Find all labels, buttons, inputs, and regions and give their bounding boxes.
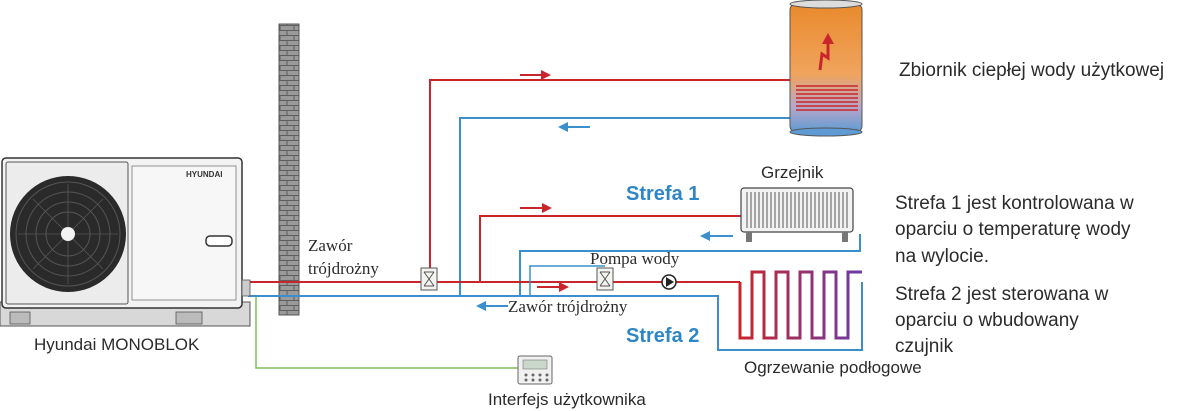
brand-logo: HYUNDAI xyxy=(186,170,222,179)
zone2-note-line3: czujnik xyxy=(895,336,954,357)
zone1-label: Strefa 1 xyxy=(626,183,700,205)
water-pump xyxy=(661,274,677,290)
zone2-bypass-pipe xyxy=(529,265,605,296)
radiator xyxy=(740,187,854,242)
heat-up-arrow xyxy=(818,42,830,71)
floor-heating-coil xyxy=(738,270,862,340)
floor-heating-label: Ogrzewanie podłogowe xyxy=(744,358,922,377)
zone2-note-line2: oparciu o wbudowany xyxy=(895,310,1079,331)
zone2-note-line1: Strefa 2 jest sterowana w xyxy=(895,284,1109,305)
three-way-valve-mid xyxy=(596,267,614,291)
valve-left-label-line2: trójdrożny xyxy=(308,259,379,278)
tank-return-pipe xyxy=(248,117,790,297)
zone2-return-pipe xyxy=(460,282,863,351)
pump-label: Pompa wody xyxy=(590,249,680,268)
zone1-note-line3: na wylocie. xyxy=(895,246,989,267)
user-interface-panel xyxy=(517,355,553,385)
valve-left-label-line1: Zawór xyxy=(308,236,353,255)
zone1-supply-pipe xyxy=(479,215,741,282)
flow-arrows xyxy=(476,70,733,311)
zone1-return-pipe xyxy=(519,234,861,296)
valve-mid-label: Zawór trójdrożny xyxy=(508,297,628,316)
brick-wall xyxy=(278,23,300,316)
control-cable xyxy=(255,297,522,369)
zone2-label: Strefa 2 xyxy=(626,325,700,347)
zone1-note-line2: oparciu o temperaturę wody xyxy=(895,219,1131,240)
heat-pump-unit: HYUNDAI xyxy=(0,157,251,327)
tank-label: Zbiornik ciepłej wody użytkowej xyxy=(899,60,1165,81)
radiator-label: Grzejnik xyxy=(761,163,824,182)
hot-water-tank xyxy=(789,0,863,137)
unit-label: Hyundai MONOBLOK xyxy=(34,335,200,354)
interface-label: Interfejs użytkownika xyxy=(488,390,646,409)
three-way-valve-left xyxy=(420,267,438,291)
tank-supply-pipe xyxy=(248,79,790,283)
zone1-note-line1: Strefa 1 jest kontrolowana w xyxy=(895,193,1134,214)
